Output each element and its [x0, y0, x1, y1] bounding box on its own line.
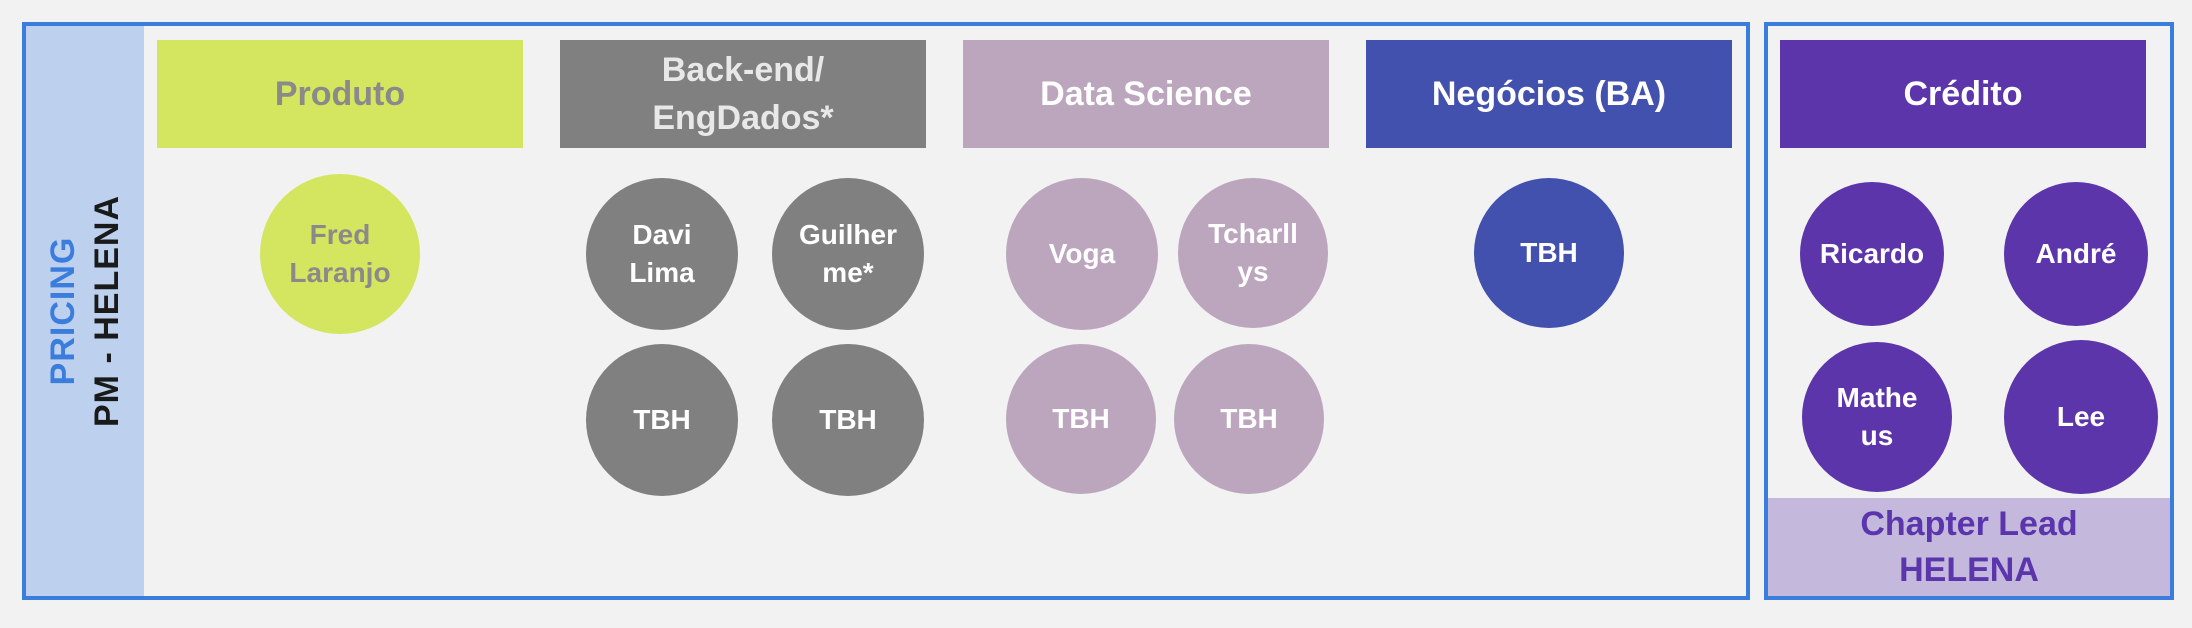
header-negocios: Negócios (BA) — [1366, 40, 1732, 148]
member-name: TBH — [1052, 403, 1110, 434]
side-label: PRICING PM - HELENA — [41, 195, 129, 427]
member-circle: Davi Lima — [586, 178, 738, 330]
member-circle: André — [2004, 182, 2148, 326]
member-circle: Lee — [2004, 340, 2158, 494]
member-name: TBH — [633, 404, 691, 435]
header-produto-label: Produto — [274, 75, 406, 113]
header-data-science-label: Data Science — [1040, 75, 1252, 113]
member-name: Fred Laranjo — [289, 219, 391, 288]
side-label-pm: PM - HELENA — [88, 195, 126, 427]
member-circle: TBH — [1174, 344, 1324, 494]
member-name: TBH — [819, 404, 877, 435]
member-circle: Mathe us — [1802, 342, 1952, 492]
member-circle: Tcharll ys — [1178, 178, 1328, 328]
header-produto: Produto — [157, 40, 523, 148]
member-name: TBH — [1220, 403, 1278, 434]
member-name: Davi Lima — [629, 219, 695, 288]
header-credito-label: Crédito — [1903, 75, 2023, 113]
header-backend: Back-end/ EngDados* — [560, 40, 926, 148]
pricing-frame: PRICING PM - HELENA Produto Back-end/ En… — [22, 22, 1750, 600]
member-circle: TBH — [1006, 344, 1156, 494]
member-circle: TBH — [1474, 178, 1624, 328]
header-credito: Crédito — [1780, 40, 2146, 148]
credito-frame: Crédito Ricardo André Mathe us Lee Chapt… — [1764, 22, 2174, 600]
chapter-lead-box: Chapter Lead HELENA — [1768, 498, 2170, 596]
header-backend-label: Back-end/ EngDados* — [652, 51, 834, 137]
member-circle: Fred Laranjo — [260, 174, 420, 334]
member-name: Voga — [1048, 238, 1116, 269]
header-data-science: Data Science — [963, 40, 1329, 148]
member-circle: Guilher me* — [772, 178, 924, 330]
member-name: Tcharll ys — [1208, 218, 1298, 287]
chapter-lead-label: Chapter Lead — [1860, 505, 2078, 543]
member-name: Mathe us — [1836, 382, 1918, 451]
member-circle: TBH — [772, 344, 924, 496]
chapter-lead-name: HELENA — [1899, 551, 2039, 589]
member-name: Lee — [2056, 401, 2106, 432]
side-band: PRICING PM - HELENA — [26, 26, 144, 596]
side-label-pricing: PRICING — [44, 236, 82, 386]
member-name: Ricardo — [1819, 238, 1925, 269]
member-name: TBH — [1520, 237, 1578, 268]
header-negocios-label: Negócios (BA) — [1431, 75, 1667, 113]
member-circle: TBH — [586, 344, 738, 496]
member-circle: Voga — [1006, 178, 1158, 330]
member-name: Guilher me* — [798, 219, 897, 288]
member-circle: Ricardo — [1800, 182, 1944, 326]
member-name: André — [2035, 238, 2117, 269]
